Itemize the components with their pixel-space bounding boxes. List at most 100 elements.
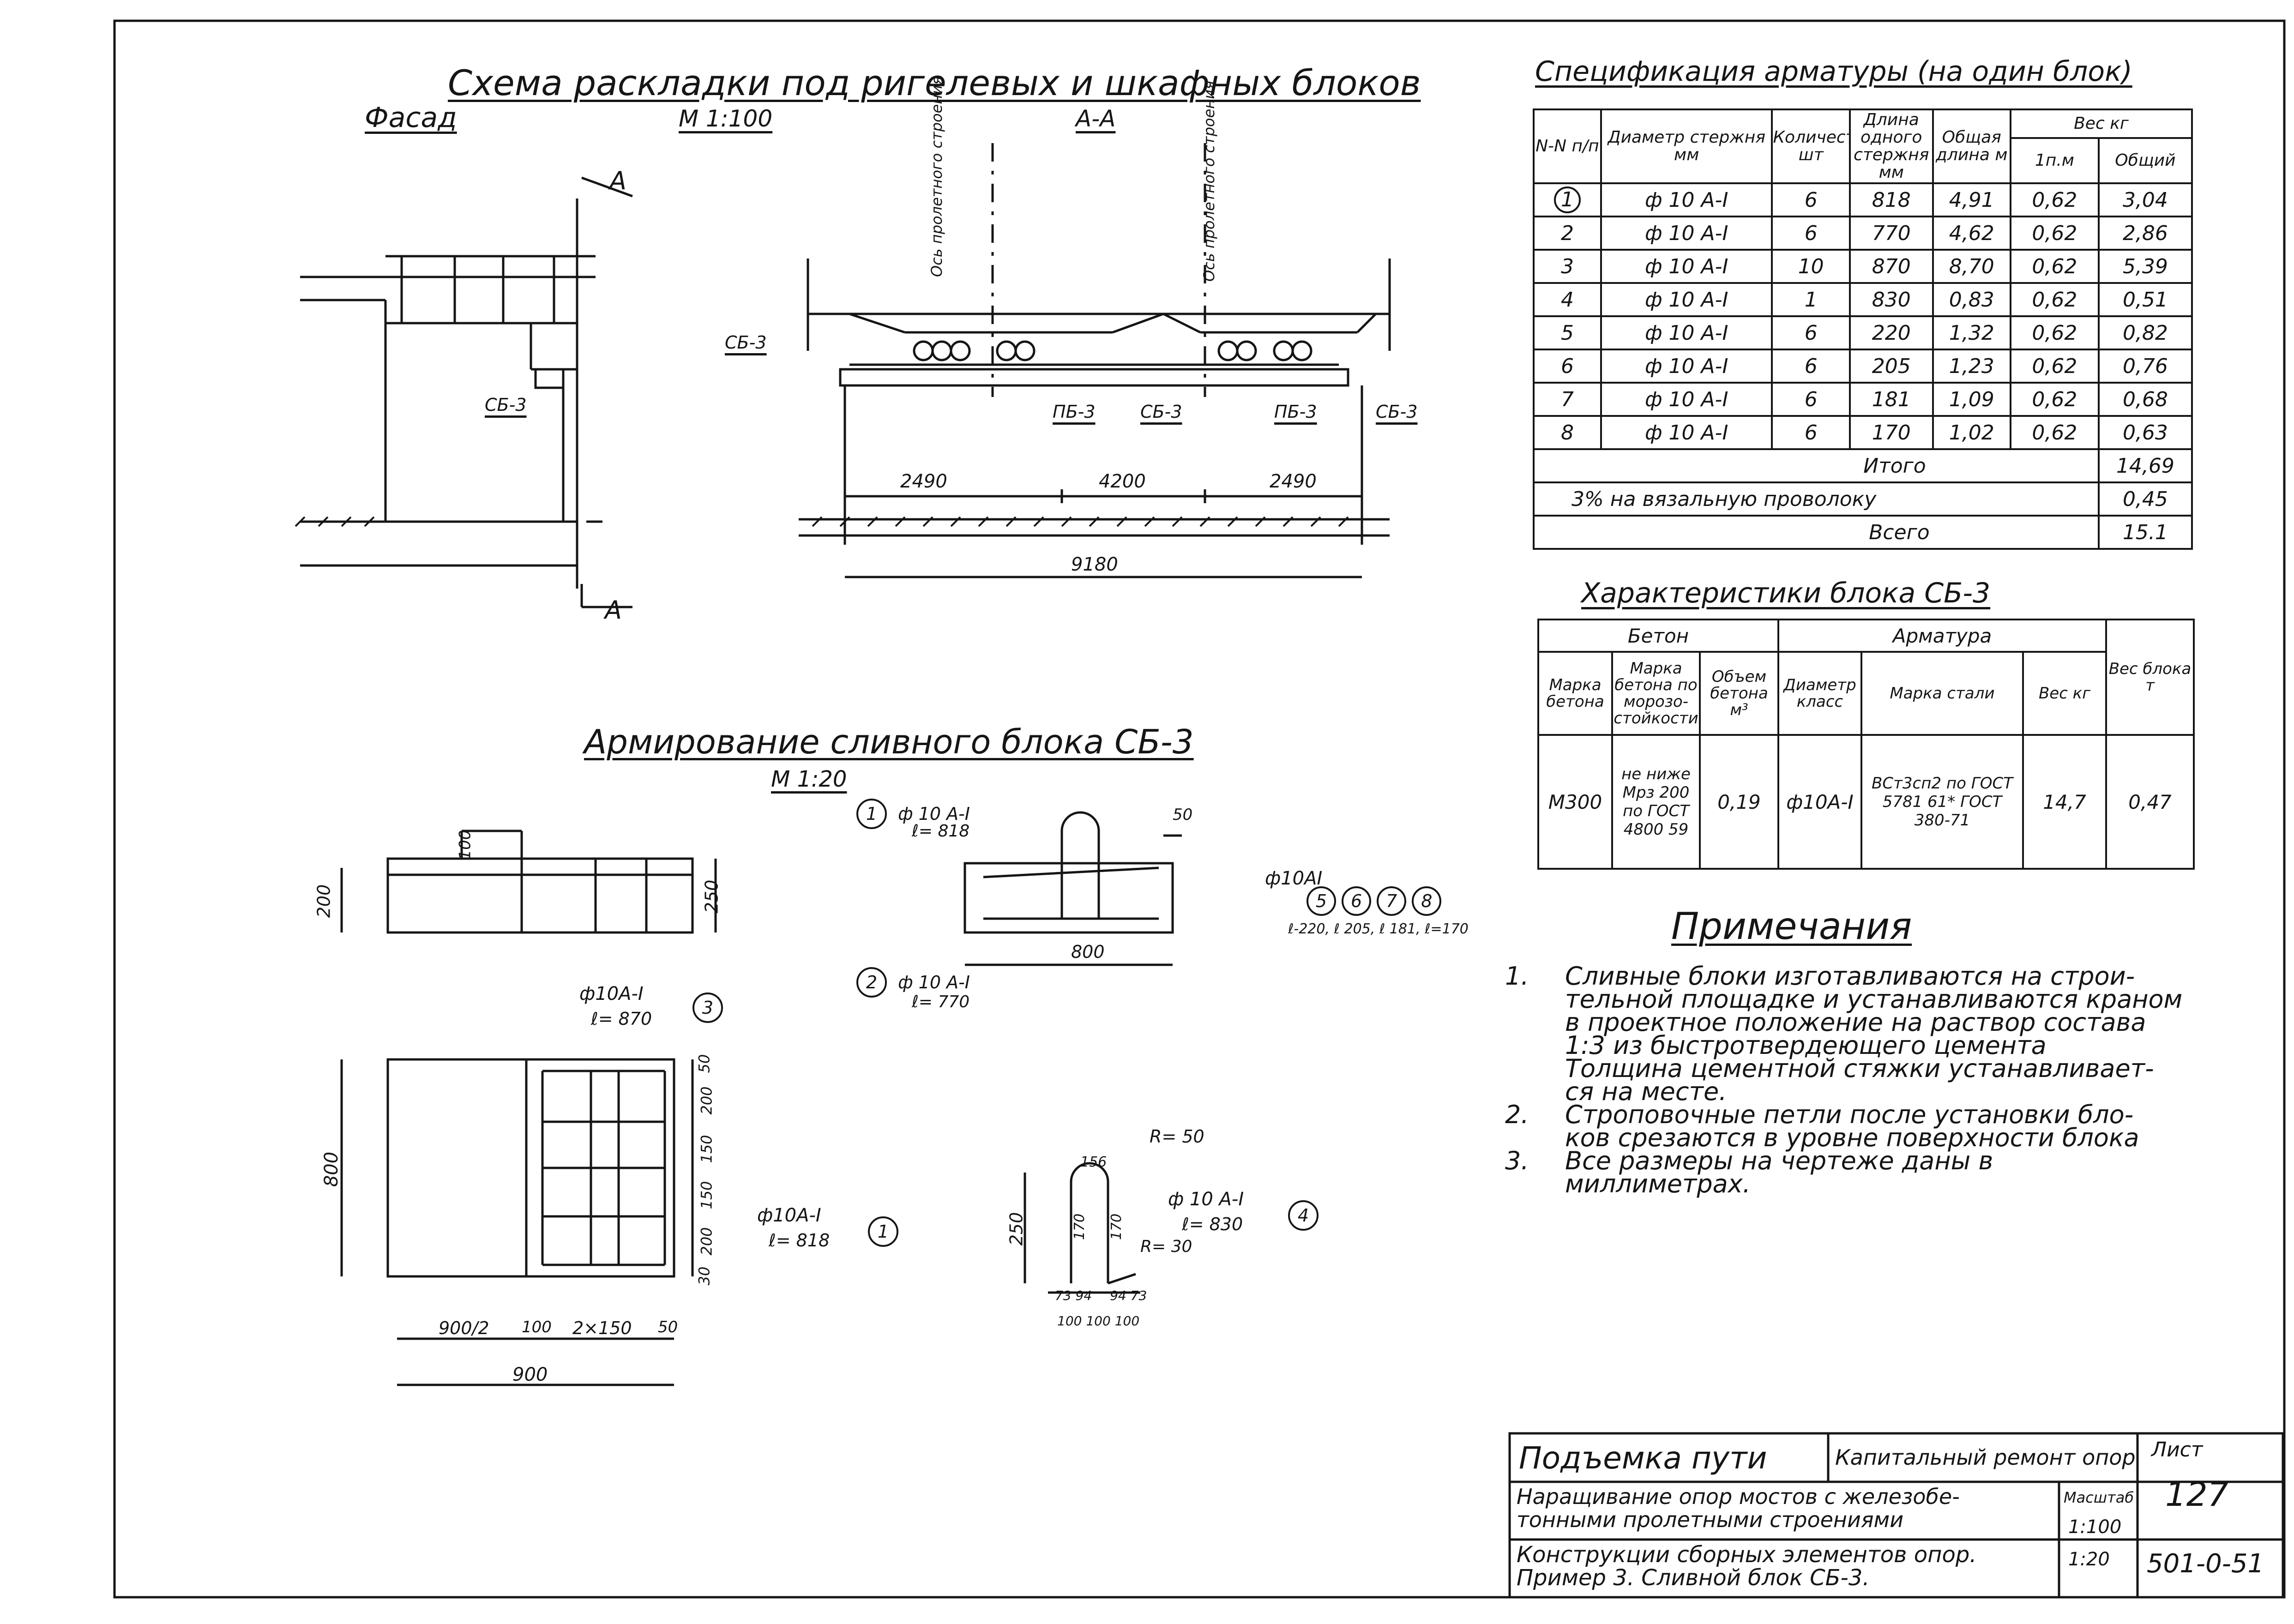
block-steel: ВСт3сп2 по ГОСТ 5781 61* ГОСТ 380-71 <box>1860 734 2024 870</box>
section-label-sb3-right: СБ-3 <box>1376 402 1418 422</box>
note-line: Толщина цементной стяжки устанавливает- <box>1565 1054 2154 1083</box>
spec-cell: ф 10 А-I <box>1600 216 1773 251</box>
spec-table: N-N п/п Диаметр стержня мм Количество шт… <box>1533 108 2193 550</box>
spec-cell: 6 <box>1771 349 1851 384</box>
bar1-length: ℓ= 818 <box>912 822 970 841</box>
loop-bot-94b: 94 <box>1110 1288 1126 1303</box>
section-dim-800: 800 <box>1071 942 1105 962</box>
scale-20-label: М 1:20 <box>771 766 847 792</box>
block-block-weight: 0,47 <box>2105 734 2195 870</box>
notes-title: Примечания <box>1671 905 1912 948</box>
spec-cell: 170 <box>1848 415 1934 450</box>
bars-5-8-numbers: 5 6 7 8 <box>1307 886 1442 916</box>
loop-bottom-dims: 73 94 94 73 <box>1055 1288 1147 1303</box>
block-volume: 0,19 <box>1698 734 1780 870</box>
spec-cell: 5 <box>1533 315 1602 350</box>
section-label-sb3-left: СБ-3 <box>725 332 767 353</box>
spec-h-num: N-N п/п <box>1533 108 1602 184</box>
tb-desc1: Наращивание опор мостов с железобе- <box>1517 1484 1960 1509</box>
spec-tying-value: 0,45 <box>2097 481 2193 517</box>
spec-row: 7 ф 10 А-I 6 181 1,09 0,62 0,68 <box>1533 382 2193 417</box>
side-dim-100: 100 <box>456 830 475 860</box>
reinforcement-section-view <box>963 811 1182 966</box>
spec-cell: 0,83 <box>1932 282 2011 317</box>
spec-cell: 4,91 <box>1932 182 2011 217</box>
spec-cell: 0,62 <box>2009 315 2100 350</box>
loop-detail <box>1024 1162 1140 1294</box>
bar6-number: 6 <box>1342 886 1372 916</box>
sheet-frame <box>113 19 2286 1599</box>
reinforcement-side-view <box>340 830 717 934</box>
spec-cell: 770 <box>1848 216 1934 251</box>
reinforcement-plan-view <box>340 1058 694 1386</box>
loop-bot2-100c: 100 <box>1114 1313 1140 1329</box>
bar1-callout: 1 ф 10 А-I <box>856 799 970 829</box>
spec-cell: ф 10 А-I <box>1600 282 1773 317</box>
spec-cell: 0,62 <box>2009 182 2100 217</box>
note-line: Строповочные петли после установки бло- <box>1565 1100 2134 1129</box>
spec-cell: 220 <box>1848 315 1934 350</box>
spec-title: Спецификация арматуры (на один блок) <box>1535 55 2132 88</box>
block-mark: М300 <box>1537 734 1613 870</box>
section-dim-mid: 4200 <box>1099 471 1146 492</box>
tb-code: 501-0-51 <box>2147 1549 2264 1579</box>
plan-dim-150b: 150 <box>698 1181 716 1209</box>
note-line: в проектное положение на раствор состава <box>1565 1008 2146 1037</box>
spec-cell: 0,51 <box>2097 282 2193 317</box>
spec-grand-value: 15.1 <box>2097 515 2193 550</box>
tb-scale-20: 1:20 <box>2068 1549 2110 1570</box>
bar3-length: ℓ= 870 <box>591 1009 652 1029</box>
loop-bot-73a: 73 <box>1055 1288 1072 1303</box>
section-label-pb3-2: ПБ-3 <box>1274 402 1317 422</box>
plan-dim-150a: 150 <box>698 1135 716 1163</box>
note-line: ков срезаются в уровне поверхности блока <box>1565 1123 2139 1152</box>
bar4-number: 4 <box>1288 1200 1319 1231</box>
bar8-number: 8 <box>1412 886 1442 916</box>
facade-title: Фасад <box>365 102 457 134</box>
spec-cell: 4 <box>1533 282 1602 317</box>
tb-sheet-label: Лист <box>2151 1438 2203 1462</box>
bar1b-number: 1 <box>868 1216 898 1247</box>
axis-label-right: Ось пролетного строения <box>1200 80 1218 282</box>
section-dim-total: 9180 <box>1071 554 1118 575</box>
block-frost: не ниже Мрз 200 по ГОСТ 4800 59 <box>1611 734 1701 870</box>
scale-100-label: М 1:100 <box>679 105 773 132</box>
section-aa-title: А-А <box>1076 105 1116 132</box>
plan-dim-2x150: 2×150 <box>572 1318 632 1338</box>
spec-cell: 0,63 <box>2097 415 2193 450</box>
block-dia: ф10А-I <box>1777 734 1863 870</box>
spec-cell: ф 10 А-I <box>1600 315 1773 350</box>
loop-r50: R= 50 <box>1150 1126 1204 1147</box>
spec-cell: 818 <box>1848 182 1934 217</box>
bars-5-8-lengths: ℓ-220, ℓ 205, ℓ 181, ℓ=170 <box>1288 921 1469 937</box>
section-dim-50: 50 <box>1173 806 1193 824</box>
section-label-sb3-mid: СБ-3 <box>1140 402 1182 422</box>
spec-cell: 10 <box>1771 249 1851 284</box>
bar3-dia: ф10А-I <box>579 983 644 1004</box>
loop-bot-73b: 73 <box>1130 1288 1147 1303</box>
loop-bottom-dims-2: 100 100 100 <box>1057 1313 1139 1329</box>
spec-cell: 2,86 <box>2097 216 2193 251</box>
spec-cell: 0,62 <box>2009 415 2100 450</box>
spec-cell: 6 <box>1771 382 1851 417</box>
loop-bot2-100a: 100 <box>1057 1313 1082 1329</box>
note-1-num: 1. <box>1505 962 1529 991</box>
spec-cell: 0,76 <box>2097 349 2193 384</box>
block-h-rebar: Арматура <box>1777 619 2107 653</box>
spec-cell: 0,62 <box>2009 216 2100 251</box>
spec-cell: 6 <box>1771 216 1851 251</box>
note-line: Все размеры на чертеже даны в <box>1565 1146 1993 1175</box>
spec-cell: 7 <box>1533 382 1602 417</box>
spec-cell: ф 10 А-I <box>1600 249 1773 284</box>
loop-bot2-100b: 100 <box>1086 1313 1111 1329</box>
spec-cell: 6 <box>1771 182 1851 217</box>
spec-cell: ф 10 А-I <box>1600 349 1773 384</box>
spec-cell: 870 <box>1848 249 1934 284</box>
spec-cell: 205 <box>1848 349 1934 384</box>
spec-cell: 5,39 <box>2097 249 2193 284</box>
section-aa-drawing <box>799 143 1391 578</box>
spec-h-qty: Количество шт <box>1771 108 1851 184</box>
plan-dim-50b: 50 <box>658 1318 678 1336</box>
axis-label-left: Ось пролетного строения <box>928 76 945 277</box>
bar4-dia: ф 10 А-I <box>1168 1189 1244 1210</box>
